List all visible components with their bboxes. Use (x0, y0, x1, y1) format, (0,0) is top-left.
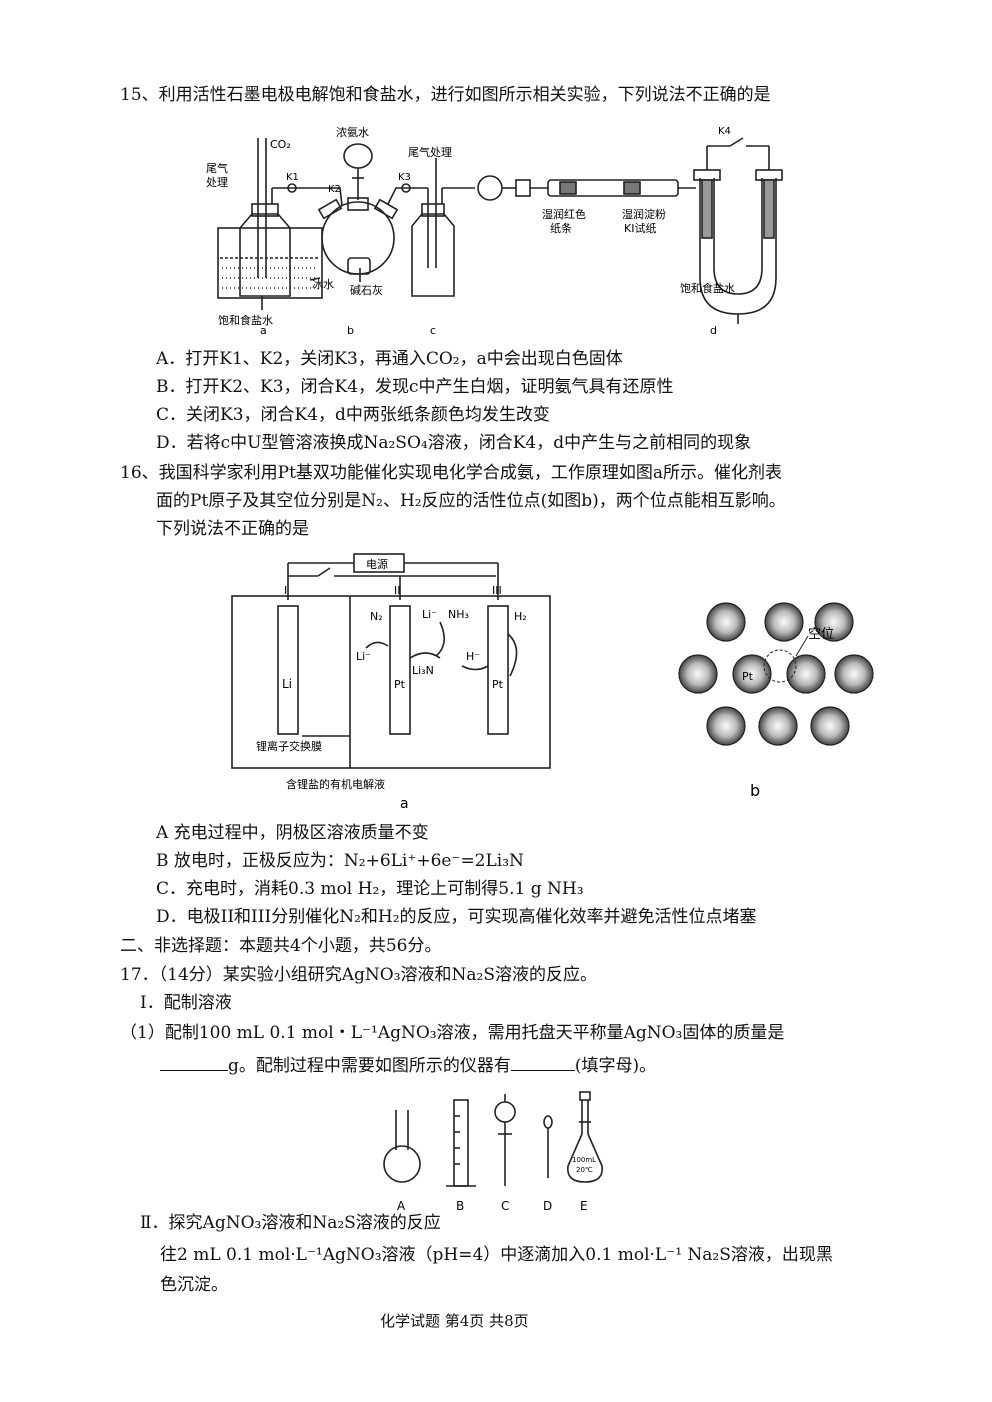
q1-line2-text-a: g。配制过程中需要如图所示的仪器有 (228, 1056, 511, 1076)
k3-label: K3 (398, 172, 411, 183)
electrode-1-label: I (284, 584, 287, 597)
instrument-answer-blank[interactable] (510, 1052, 575, 1071)
ammonia-label: 浓氨水 (336, 126, 369, 139)
q1-line2-text-b: (填字母)。 (574, 1056, 657, 1076)
q16-figure-a: 电源 I II III Li Pt Pt N₂ Li⁻ NH₃ H₂ Li⁻ L… (231, 553, 551, 812)
pt-electrode-3-label: Pt (492, 678, 504, 691)
instrument-label-b: B (456, 1199, 464, 1213)
li-electrode-label: Li (282, 677, 292, 691)
q17-part2-line1: 往2 mL 0.1 mol·L⁻¹AgNO₃溶液（pH=4）中逐滴加入0.1 m… (160, 1245, 833, 1265)
instrument-label-c: C (501, 1199, 509, 1213)
membrane-label: 锂离子交换膜 (256, 739, 322, 753)
flask-temp-label: 20℃ (576, 1166, 593, 1174)
q15-option-d: D．若将c中U型管溶液换成Na₂SO₄溶液，闭合K4，d中产生与之前相同的现象 (156, 433, 752, 453)
page-footer: 化学试题 第4页 共8页 (380, 1312, 529, 1330)
apparatus-a-label: a (260, 324, 267, 337)
figure-b-label: b (750, 781, 760, 800)
ki-paper-label-1: 湿润淀粉 (622, 207, 666, 221)
q15-stem: 15、利用活性石墨电极电解饱和食盐水，进行如图所示相关实验，下列说法不正确的是 (120, 85, 771, 105)
electrode-3-label: III (492, 584, 502, 597)
electrode-2-label: II (394, 584, 401, 597)
mass-answer-blank[interactable] (160, 1052, 228, 1071)
brine-d-label: 饱和食盐水 (680, 281, 735, 295)
n2-label: N₂ (370, 610, 383, 623)
k2-label: K2 (328, 184, 341, 195)
brine-a-label: 饱和食盐水 (218, 313, 273, 327)
power-source-label: 电源 (366, 557, 388, 571)
pt-electrode-2-label: Pt (394, 678, 406, 691)
q17-q1-line1: （1）配制100 mL 0.1 mol・L⁻¹AgNO₃溶液，需用托盘天平称量A… (120, 1023, 785, 1043)
exhaust-label-mid: 尾气处理 (408, 145, 452, 159)
li-ion-left-label: Li⁻ (356, 650, 371, 663)
trough-a (217, 227, 323, 299)
instruments-figure: 100mL 20℃ A B C D E (383, 1091, 603, 1213)
q16-option-b: B 放电时，正极反应为：N₂+6Li⁺+6e⁻=2Li₃N (156, 851, 524, 871)
instrument-label-e: E (580, 1199, 588, 1213)
instrument-label-a: A (397, 1199, 406, 1213)
ice-water-label: 冰水 (312, 278, 334, 291)
flask-volume-label: 100mL (572, 1156, 596, 1164)
h2-label: H₂ (514, 610, 527, 623)
k1-label: K1 (286, 172, 299, 183)
apparatus-b-label: b (347, 324, 354, 337)
q16-option-d: D．电极II和III分别催化N₂和H₂的反应，可实现高催化效率并避免活性位点堵塞 (156, 907, 757, 927)
ki-paper-label-2: KI试纸 (624, 222, 656, 235)
li3n-label: Li₃N (412, 664, 434, 677)
q16-option-a: A 充电过程中，阴极区溶液质量不变 (156, 823, 429, 843)
q16-option-c: C．充电时，消耗0.3 mol H₂，理论上可制得5.1 g NH₃ (156, 879, 584, 899)
co2-label: CO₂ (270, 138, 291, 151)
q16-stem-line-1: 16、我国科学家利用Pt基双功能催化实现电化学合成氨，工作原理如图a所示。催化剂… (120, 463, 783, 483)
pt-atom-label: Pt (742, 670, 754, 683)
q15-option-b: B．打开K2、K3，闭合K4，发现c中产生白烟，证明氨气具有还原性 (156, 377, 674, 397)
q15-apparatus-figure: CO₂ 浓氨水 尾气 处理 尾气处理 K1 K2 K3 K4 饱和食盐水 冰水 … (206, 126, 783, 337)
q15-option-a: A．打开K1、K2，关闭K3，再通入CO₂，a中会出现白色固体 (156, 349, 623, 369)
apparatus-c-label: c (430, 324, 436, 337)
vacancy-label: 空位 (808, 627, 834, 642)
q17-stem: 17．（14分）某实验小组研究AgNO₃溶液和Na₂S溶液的反应。 (120, 965, 598, 985)
h-ion-label: H⁻ (466, 650, 480, 663)
q15-option-c: C．关闭K3，闭合K4，d中两张纸条颜色均发生改变 (156, 405, 550, 425)
q16-figure-b: 空位 Pt b (678, 602, 874, 800)
q16-stem-line-2: 面的Pt原子及其空位分别是N₂、H₂反应的活性位点(如图b)，两个位点能相互影响… (156, 491, 786, 511)
electrolyte-label: 含锂盐的有机电解液 (286, 777, 385, 791)
nh3-label: NH₃ (448, 608, 469, 621)
exhaust-label-1: 尾气 (206, 161, 228, 175)
soda-lime-label: 碱石灰 (350, 283, 383, 297)
li-ion-label: Li⁻ (422, 608, 437, 621)
q17-part2-title: Ⅱ．探究AgNO₃溶液和Na₂S溶液的反应 (140, 1213, 441, 1233)
q17-q1-line2: g。配制过程中需要如图所示的仪器有 (填字母)。 (160, 1052, 656, 1077)
q17-part1-title: Ⅰ．配制溶液 (140, 993, 232, 1013)
red-paper-label-2: 纸条 (550, 221, 572, 235)
instrument-label-d: D (543, 1199, 552, 1213)
q17-part2-line2: 色沉淀。 (160, 1275, 228, 1295)
exhaust-label-2: 处理 (206, 176, 228, 189)
q16-stem-line-3: 下列说法不正确的是 (156, 519, 309, 539)
red-paper-label-1: 湿润红色 (542, 207, 586, 221)
k4-label: K4 (718, 126, 731, 137)
apparatus-d-label: d (710, 324, 717, 337)
figure-a-label: a (400, 796, 409, 812)
section-2-heading: 二、非选择题：本题共4个小题，共56分。 (120, 936, 442, 956)
